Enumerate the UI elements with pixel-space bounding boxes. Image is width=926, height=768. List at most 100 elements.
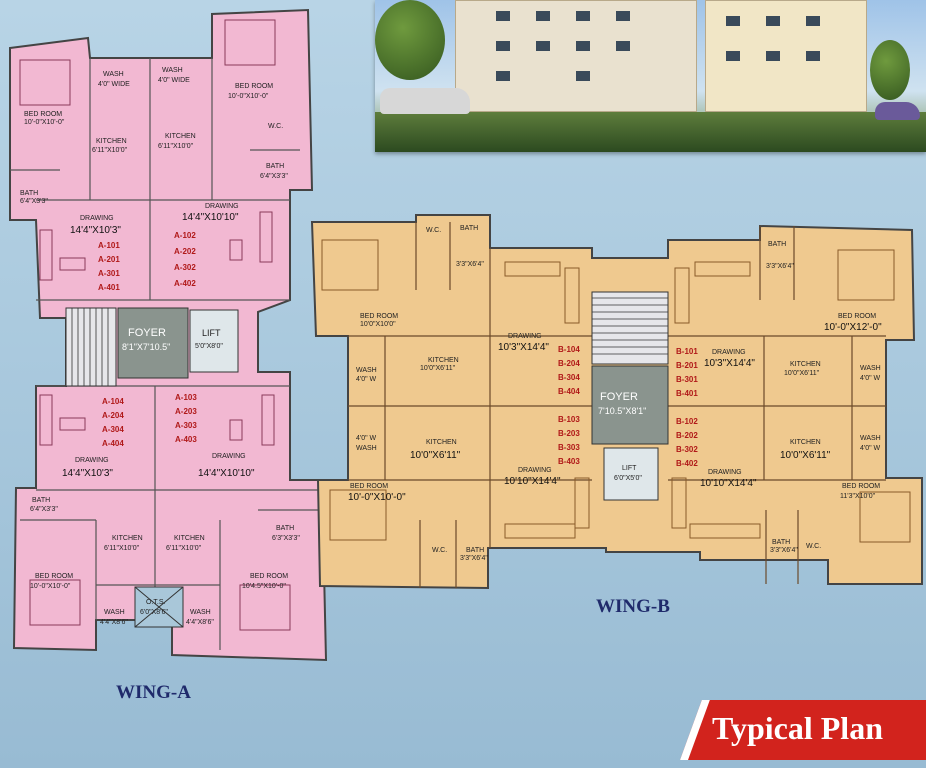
label: BATH [32,497,50,504]
unit-number: A-304 [102,425,124,434]
label: BATH [20,190,38,197]
label: 10'3"X14'4" [498,342,549,353]
unit-number: B-403 [558,457,580,466]
label: WASH [190,609,211,616]
unit-number: B-101 [676,347,698,356]
foyer-size: 7'10.5"X8'1" [598,406,646,416]
label: BED ROOM [838,313,876,320]
label: BATH [768,241,786,248]
label: KITCHEN [790,439,821,446]
label: KITCHEN [426,439,457,446]
unit-number: A-202 [174,247,196,256]
ots-label: O.T.S. [146,599,166,606]
label: W.C. [432,547,447,554]
label: W.C. [426,227,441,234]
label: 14'4"X10'10" [182,212,239,223]
label: BATH [460,225,478,232]
label: 4'0" W [356,376,377,383]
label: 3'3"X6'4" [456,261,484,268]
label: BED ROOM [24,111,62,118]
label: BED ROOM [350,483,388,490]
unit-number: B-302 [676,445,698,454]
unit-number: B-102 [676,417,698,426]
label: KITCHEN [174,535,205,542]
label: WASH [356,367,377,374]
wing-a-title: WING-A [116,682,191,703]
wing-a-stair [65,307,117,387]
label: 4'4"X8'6" [186,619,214,626]
label: WASH [104,609,125,616]
unit-number: B-202 [676,431,698,440]
building-photo [375,0,926,152]
unit-number: A-301 [98,269,120,278]
ots-size: 6'0"X8'6" [140,609,168,616]
label: W.C. [806,543,821,550]
label: 6'4"X3'3" [20,198,48,205]
label: BED ROOM [35,573,73,580]
label: 6'4"X3'3" [30,506,58,513]
typical-plan-label: Typical Plan [712,710,883,746]
lift-label: LIFT [622,465,637,472]
unit-number: B-301 [676,375,698,384]
wing-a-foyer [117,307,189,379]
label: KITCHEN [165,133,196,140]
label: 6'3"X3'3" [272,535,300,542]
unit-number: A-204 [102,411,124,420]
unit-number: A-201 [98,255,120,264]
wing-b-plan: BED ROOM 10'0"X10'0" W.C. BATH 3'3"X6'4"… [310,214,923,590]
unit-number: B-303 [558,443,580,452]
label: DRAWING [80,215,114,222]
label: 6'11"X10'0" [158,143,194,150]
label: 10'-0"X10'-0" [30,583,71,590]
label: 6'4"X3'3" [260,173,288,180]
label: 6'11"X10'0" [104,545,140,552]
label: WASH [162,67,183,74]
label: 14'4"X10'10" [198,468,255,479]
label: 10'-0"X10'-0" [24,119,65,126]
unit-number: B-104 [558,345,580,354]
unit-number: B-204 [558,359,580,368]
label: BATH [466,547,484,554]
label: 4'0" W [860,445,881,452]
label: WASH [860,365,881,372]
label: BED ROOM [360,313,398,320]
label: 10'0"X6'11" [780,450,831,461]
wing-a-lift [189,309,239,373]
foyer-size: 8'1"X7'10.5" [122,342,170,352]
unit-number: B-402 [676,459,698,468]
unit-number: B-404 [558,387,580,396]
label: 10'-0"X12'-0" [824,322,882,333]
wing-b-foyer [591,365,669,445]
label: BED ROOM [250,573,288,580]
label: 10'0"X10'0" [360,321,396,328]
label: KITCHEN [96,138,127,145]
label: DRAWING [508,333,542,340]
unit-number: A-104 [102,397,124,406]
label: 10'0"X6'11" [784,370,820,377]
label: 10'4.5"X10'-0" [242,583,286,590]
label: 4'0" WIDE [98,81,130,88]
label: 10'10"X14'4" [700,478,757,489]
unit-number: A-302 [174,263,196,272]
unit-number: A-404 [102,439,124,448]
label: DRAWING [712,349,746,356]
unit-number: A-102 [174,231,196,240]
label: 10'-0"X10'-0" [228,93,269,100]
label: 14'4"X10'3" [62,468,113,479]
label: 3'3"X6'4" [770,547,798,554]
label: 10'0"X6'11" [410,450,461,461]
label: KITCHEN [790,361,821,368]
label: BATH [266,163,284,170]
label: 10'10"X14'4" [504,476,561,487]
label: WASH [860,435,881,442]
label: 14'4"X10'3" [70,225,121,236]
unit-number: A-303 [175,421,197,430]
label: BATH [772,539,790,546]
label: 11'3"X10'0" [840,493,876,500]
unit-number: B-201 [676,361,698,370]
foyer-label: FOYER [128,327,166,339]
unit-number: B-203 [558,429,580,438]
label: 4'0" W [356,435,377,442]
label: 4'0" W [860,375,881,382]
